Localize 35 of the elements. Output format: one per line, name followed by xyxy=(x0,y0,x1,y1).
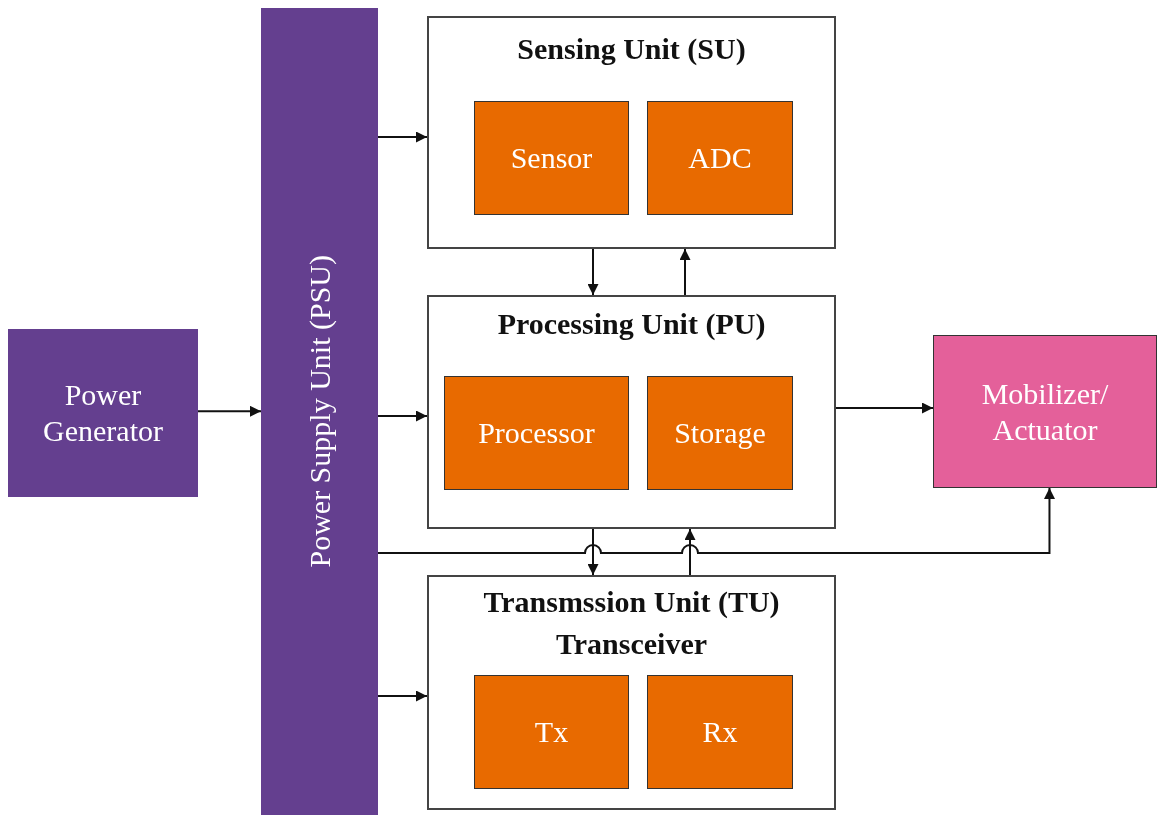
node-label: Power Generator xyxy=(42,377,164,449)
component-box xyxy=(647,376,793,490)
node-label: Power Supply Unit (PSU) xyxy=(301,255,337,568)
component-box xyxy=(474,675,629,789)
arrow xyxy=(835,402,934,414)
arrow xyxy=(684,528,696,576)
node-label: Sensor xyxy=(510,141,593,175)
arrow xyxy=(679,248,691,296)
node-label: Mobilizer/ Actuator xyxy=(980,375,1110,448)
node-label: Rx xyxy=(702,715,738,749)
unit-box xyxy=(427,16,836,249)
generator-box xyxy=(8,329,198,497)
unit-title: Transceiver xyxy=(554,627,709,660)
node-label: Tx xyxy=(534,715,569,749)
power-supply-bar xyxy=(261,8,378,815)
component-box xyxy=(444,376,629,490)
arrow xyxy=(377,690,428,702)
component-box xyxy=(474,101,629,215)
unit-title: Transmssion Unit (TU) xyxy=(482,585,781,618)
arrow xyxy=(587,248,599,296)
arrow xyxy=(377,487,1055,554)
component-box xyxy=(647,101,793,215)
node-label: ADC xyxy=(688,141,752,175)
arrow xyxy=(197,405,262,417)
unit-box xyxy=(427,575,836,810)
actuator-box xyxy=(933,335,1157,488)
unit-box xyxy=(427,295,836,529)
node-label: Processor xyxy=(478,416,595,450)
node-label: Storage xyxy=(674,416,766,450)
arrow xyxy=(377,131,428,143)
arrow xyxy=(377,410,428,422)
unit-title: Sensing Unit (SU) xyxy=(516,32,747,65)
arrow xyxy=(587,528,599,576)
unit-title: Processing Unit (PU) xyxy=(496,307,767,340)
component-box xyxy=(647,675,793,789)
